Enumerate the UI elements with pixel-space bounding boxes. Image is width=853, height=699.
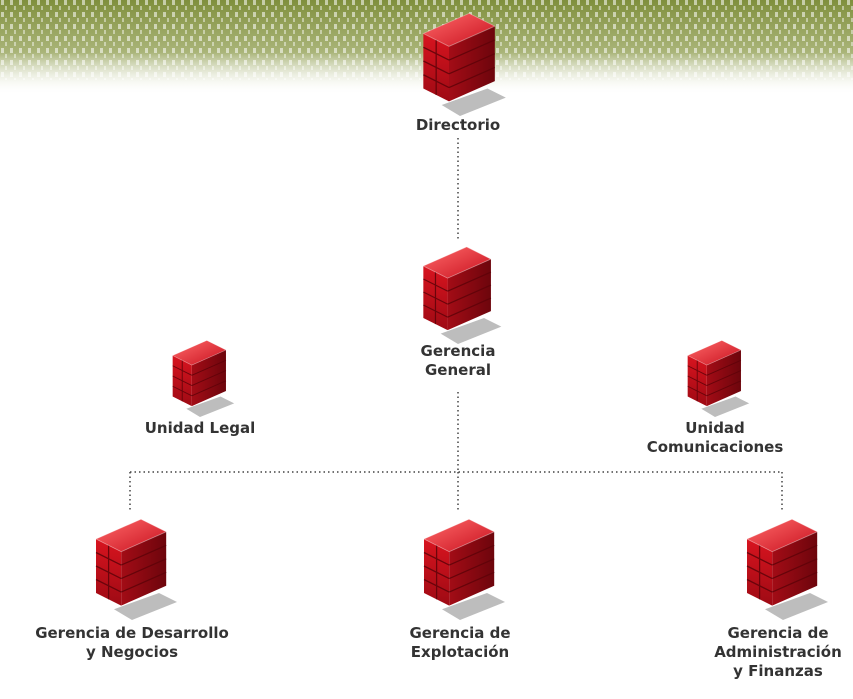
label-line: y Finanzas (733, 662, 823, 680)
node-unidad-legal: Unidad Legal (145, 335, 255, 445)
node-gerencia-administracion: Gerencia de Administración y Finanzas (714, 512, 842, 697)
label-line: Gerencia de (409, 624, 511, 642)
node-label: Unidad Legal (110, 419, 290, 438)
container-icon (84, 512, 180, 620)
label-line: Gerencia de Desarrollo (35, 624, 229, 642)
label-line: General (425, 361, 491, 379)
node-label: Directorio (386, 116, 530, 135)
label-line: Gerencia de (727, 624, 829, 642)
container-icon (677, 335, 753, 417)
label-line: Gerencia (420, 342, 496, 360)
container-icon (162, 335, 238, 417)
node-gerencia-explotacion: Gerencia de Explotación (409, 512, 511, 682)
label-line: Unidad (685, 419, 745, 437)
node-directorio: Directorio (406, 6, 510, 146)
container-icon (410, 240, 506, 344)
node-label: Gerencia General (386, 342, 530, 380)
node-label: Unidad Comunicaciones (620, 419, 810, 457)
container-icon (735, 512, 831, 620)
node-label: Gerencia de Desarrollo y Negocios (0, 624, 264, 662)
label-line: y Negocios (85, 643, 179, 661)
label-line: Comunicaciones (646, 438, 784, 456)
node-label: Gerencia de Administración y Finanzas (703, 624, 853, 681)
label-line: Directorio (415, 116, 501, 134)
container-icon (412, 512, 508, 620)
node-gerencia-general: Gerencia General (410, 240, 506, 390)
node-unidad-comunicaciones: Unidad Comunicaciones (647, 335, 783, 465)
label-line: Unidad Legal (144, 419, 256, 437)
node-gerencia-desarrollo: Gerencia de Desarrollo y Negocios (35, 512, 229, 682)
container-icon (410, 6, 510, 116)
label-line: Administración (714, 643, 842, 661)
label-line: Explotación (410, 643, 510, 661)
node-label: Gerencia de Explotación (370, 624, 550, 662)
